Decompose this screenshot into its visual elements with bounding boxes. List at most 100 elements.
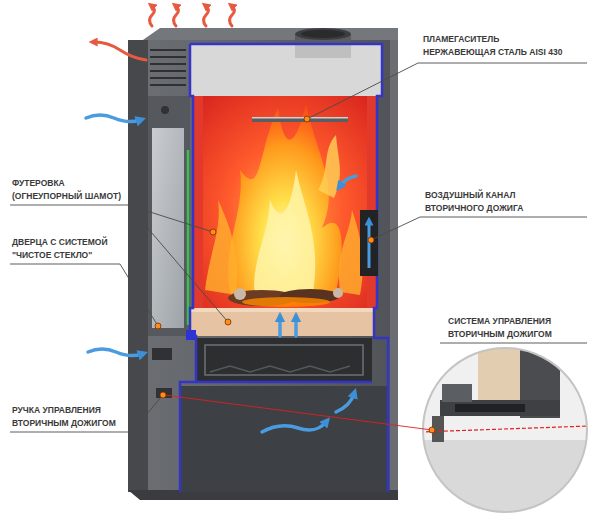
- leader-lines-part: [128, 205, 228, 322]
- cold-air-arrows-part: [336, 394, 354, 412]
- leader-lines-part: [418, 63, 587, 64]
- vent-louvers-part: [150, 56, 186, 58]
- hot-air-arrows-part: [230, 6, 235, 26]
- inset-detail-part-part: [442, 384, 472, 402]
- ash-pan-part: [210, 366, 350, 372]
- cold-air-arrows: [86, 115, 356, 432]
- callout-dots-part: [225, 319, 231, 325]
- flames: [205, 104, 363, 300]
- firewood-part: [234, 288, 246, 300]
- stove-casing-part: [148, 40, 396, 495]
- secondary-air-channel: [360, 210, 378, 276]
- cold-air-arrows-part: [88, 349, 142, 356]
- inset-detail: [420, 345, 589, 515]
- control-link-line-part: [164, 395, 432, 430]
- door-part: [148, 96, 190, 336]
- upper-chamber: [190, 44, 382, 96]
- flames-part: [318, 135, 340, 198]
- section-outline-part: [196, 381, 372, 384]
- secondary-air-channel-part: [368, 222, 371, 268]
- flames-part: [205, 200, 237, 295]
- inset-detail-part-part: [455, 404, 525, 412]
- control-handles: [152, 348, 172, 398]
- leader-lines-part: [420, 217, 587, 218]
- inset-detail-part-part: [440, 400, 560, 416]
- upper-chamber-part: [295, 44, 351, 58]
- callout-dots-part: [368, 237, 374, 243]
- chimney-pipe-part: [301, 30, 345, 38]
- ash-pan-part: [196, 338, 372, 382]
- callout-label: ПЛАМЕГАСИТЕЛЬ НЕРЖАВЕЮЩАЯ СТАЛЬ AISI 430: [423, 33, 564, 59]
- ash-pan: [196, 338, 372, 382]
- vent-louvers: [150, 50, 186, 85]
- inset-detail-part: [420, 345, 589, 515]
- firewood: [228, 288, 343, 307]
- inset-detail-part-part: [420, 345, 589, 515]
- door-part: [161, 106, 169, 114]
- inset-detail-part-part: [420, 440, 589, 515]
- callout-dots-part: [160, 392, 166, 398]
- firewood-part: [333, 288, 343, 298]
- secondary-air-channel-part: [360, 210, 378, 276]
- leader-lines-part: [132, 396, 162, 432]
- control-link-line: [164, 395, 432, 430]
- leader-lines: [10, 63, 587, 432]
- vent-louvers-part: [150, 70, 186, 72]
- hot-air-arrows-part: [94, 42, 146, 60]
- flames-part: [339, 210, 363, 295]
- inset-detail-part: [423, 348, 587, 512]
- hearth-lining: [190, 308, 374, 336]
- stove-casing-part: [140, 28, 398, 42]
- door-part: [187, 150, 190, 325]
- hot-air-arrows-part: [150, 6, 155, 26]
- callout-label: СИСТЕМА УПРАВЛЕНИЯ ВТОРИЧНЫМ ДОЖИГОМ: [448, 315, 553, 341]
- firewood-part: [242, 297, 330, 307]
- door: [148, 96, 196, 340]
- leader-lines-part: [307, 63, 418, 119]
- hot-air-arrows: [94, 6, 235, 60]
- firebox-part: [193, 96, 203, 308]
- callout-dots-part: [155, 323, 161, 329]
- flames-part: [228, 104, 342, 300]
- ash-pan-part: [205, 345, 363, 375]
- cold-air-arrows-part: [86, 115, 140, 122]
- firebox-part: [193, 96, 377, 308]
- leader-lines-part: [10, 432, 132, 433]
- hearth-lining-part: [190, 308, 374, 336]
- leader-lines-part: [10, 205, 128, 206]
- leader-lines-part: [440, 343, 587, 344]
- callout-label: ДВЕРЦА С СИСТЕМОЙ "ЧИСТОЕ СТЕКЛО": [12, 236, 109, 262]
- firebox: [193, 96, 377, 308]
- flame-baffle-part: [252, 118, 348, 122]
- door-part: [152, 128, 184, 328]
- callout-label: ВОЗДУШНЫЙ КАНАЛ ВТОРИЧНОГО ДОЖИГА: [425, 189, 525, 215]
- leader-lines-part: [128, 205, 213, 232]
- hot-air-arrows-part: [204, 6, 209, 26]
- vent-louvers-part: [150, 63, 186, 65]
- callout-dots: [155, 116, 435, 433]
- hot-air-arrows-part: [174, 6, 179, 26]
- flames-part: [254, 170, 315, 300]
- cold-air-arrows-part: [294, 318, 298, 336]
- storage-compartment-part: [180, 386, 388, 492]
- callout-dots-part: [210, 229, 216, 235]
- storage-compartment: [180, 386, 388, 492]
- control-handles-part: [156, 388, 172, 398]
- leader-lines-part: [371, 217, 420, 240]
- firebox-part: [367, 96, 377, 308]
- callout-label: ФУТЕРОВКА (ОГНЕУПОРНЫЙ ШАМОТ): [12, 177, 123, 203]
- cold-air-arrows-part: [340, 176, 356, 186]
- callout-dots-part: [304, 116, 310, 122]
- vent-louvers-part: [150, 84, 186, 86]
- stove-casing: [128, 28, 398, 500]
- control-handles-part: [152, 348, 172, 360]
- stove-casing-part: [390, 40, 398, 495]
- flame-baffle: [252, 117, 348, 122]
- vent-louvers-part: [150, 49, 186, 51]
- callout-label: РУЧКА УПРАВЛЕНИЯ ВТОРИЧНЫМ ДОЖИГОМ: [12, 404, 117, 430]
- inset-detail-part-part: [420, 426, 589, 432]
- chimney-pipe-part: [295, 28, 351, 40]
